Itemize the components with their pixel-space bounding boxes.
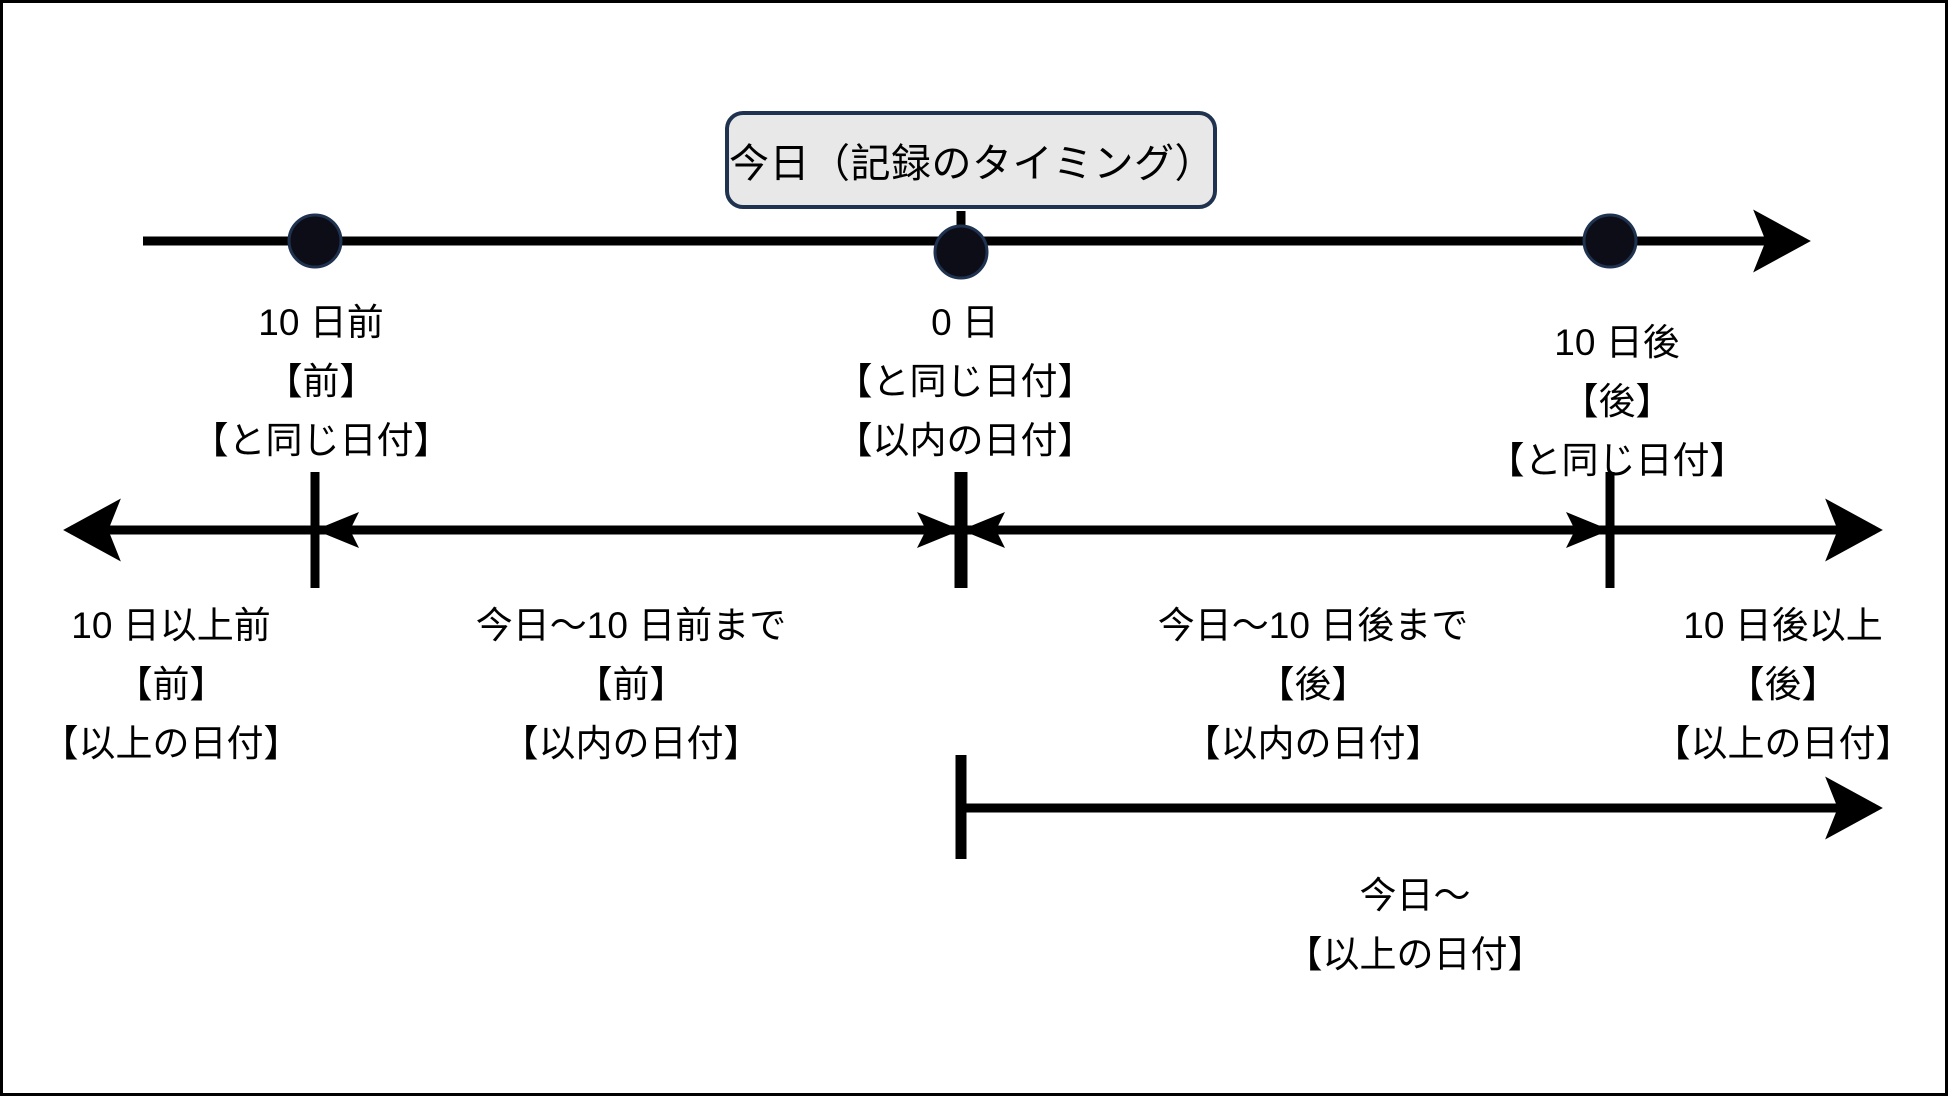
- label-line-1: 10 日後: [1554, 322, 1680, 363]
- range-arrowhead-left-of-tick2: [917, 512, 961, 548]
- timeline-label-zero-days: 0 日 【と同じ日付】 【以内の日付】: [836, 293, 1095, 470]
- label-line-2: 【後】: [1727, 664, 1839, 705]
- label-line-2: 【前】: [265, 361, 377, 402]
- timeline-label-minus-10-days: 10 日前 【前】 【と同じ日付】: [192, 293, 451, 470]
- label-line-1: 0 日: [931, 302, 999, 343]
- range-arrowhead-right-of-tick2: [961, 512, 1005, 548]
- label-line-1: 今日～10 日後まで: [1157, 605, 1469, 646]
- timeline-label-plus-10-days: 10 日後 【後】 【と同じ日付】: [1488, 313, 1747, 490]
- label-line-2: 【後】: [1561, 381, 1673, 422]
- marker-dot-minus-10: [287, 213, 343, 269]
- today-callout-box: 今日（記録のタイミング）: [725, 111, 1217, 209]
- range-arrowhead-left-of-tick1: [315, 512, 359, 548]
- range-label-before-10-or-more: 10 日以上前 【前】 【以上の日付】: [42, 596, 301, 773]
- range-label-today-to-10-days-before: 今日～10 日前まで 【前】 【以内の日付】: [476, 596, 786, 773]
- label-line-1: 今日～: [1359, 875, 1471, 916]
- range-label-today-to-10-days-after: 今日～10 日後まで 【後】 【以内の日付】: [1158, 596, 1468, 773]
- marker-dot-zero: [933, 224, 989, 280]
- bottom-range-arrow: [955, 755, 1883, 859]
- timeline-graphics: [63, 209, 1883, 859]
- label-line-3: 【以内の日付】: [1183, 723, 1443, 764]
- range-axis: [63, 472, 1883, 588]
- label-line-3: 【以上の日付】: [41, 723, 301, 764]
- range-label-after-10-or-more: 10 日後以上 【後】 【以上の日付】: [1654, 596, 1913, 773]
- label-line-2: 【後】: [1257, 664, 1369, 705]
- label-line-3: 【と同じ日付】: [1487, 440, 1747, 481]
- label-line-2: 【と同じ日付】: [835, 361, 1095, 402]
- today-callout-label: 今日（記録のタイミング）: [729, 142, 1215, 186]
- label-line-2: 【前】: [115, 664, 227, 705]
- label-line-3: 【以内の日付】: [501, 723, 761, 764]
- range-label-today-onward: 今日～ 【以上の日付】: [1286, 866, 1545, 984]
- range-arrowhead-left-of-tick3: [1566, 512, 1610, 548]
- marker-dot-plus-10: [1582, 213, 1638, 269]
- label-line-1: 今日～10 日前まで: [475, 605, 787, 646]
- label-line-3: 【以上の日付】: [1653, 723, 1913, 764]
- label-line-3: 【と同じ日付】: [191, 420, 451, 461]
- label-line-2: 【前】: [575, 664, 687, 705]
- label-line-1: 10 日前: [258, 302, 384, 343]
- label-line-1: 10 日後以上: [1683, 605, 1883, 646]
- label-line-2: 【以上の日付】: [1285, 934, 1545, 975]
- label-line-3: 【以内の日付】: [835, 420, 1095, 461]
- label-line-1: 10 日以上前: [71, 605, 271, 646]
- timeline-marker-dots: [287, 213, 1638, 280]
